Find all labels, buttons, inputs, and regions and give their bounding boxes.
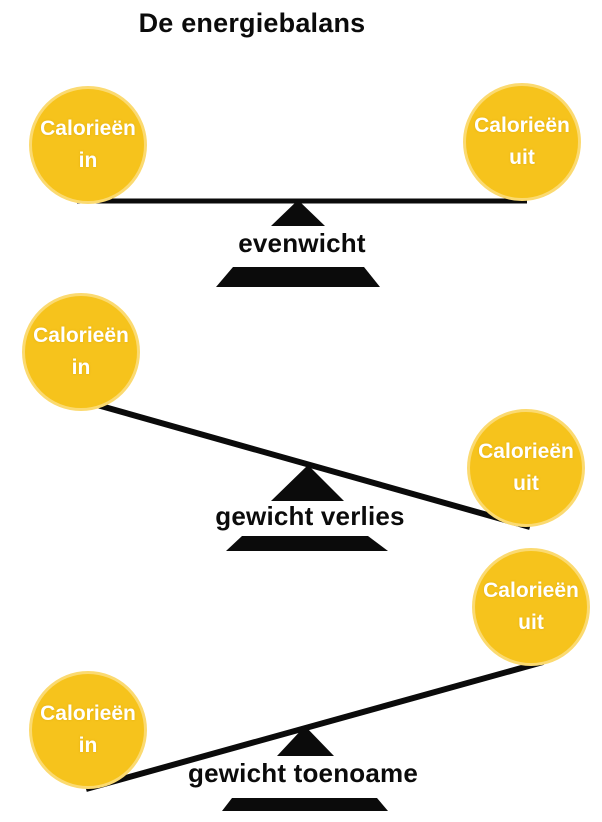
balance-label-gewicht-verlies: gewicht verlies — [215, 501, 405, 531]
calories-out-line2: uit — [513, 472, 539, 495]
calories-in-line2: in — [78, 149, 98, 172]
calories-out-line1: Calorieën — [478, 440, 574, 463]
calories-in-line1: Calorieën — [33, 324, 129, 347]
calories-out-line2: uit — [509, 146, 535, 169]
calories-out-circle-gewicht-verlies: Calorieën uit — [467, 409, 585, 527]
fulcrum-gewicht-verlies — [271, 465, 344, 501]
diagram-title: De energiebalans — [138, 8, 366, 38]
balance-label-gewicht-toenoame: gewicht toenoame — [187, 758, 418, 788]
balance-label-evenwicht: evenwicht — [238, 228, 366, 258]
calories-out-line1: Calorieën — [483, 579, 579, 602]
calories-in-circle-gewicht-verlies: Calorieën in — [22, 293, 140, 411]
calories-out-circle-evenwicht: Calorieën uit — [463, 83, 581, 201]
base-evenwicht — [216, 267, 380, 287]
fulcrum-evenwicht — [271, 200, 325, 226]
calories-in-line1: Calorieën — [40, 702, 136, 725]
beam-gewicht-toenoame — [85, 659, 544, 792]
calories-out-circle-gewicht-toenoame: Calorieën uit — [472, 548, 590, 666]
calories-in-circle-gewicht-toenoame: Calorieën in — [29, 671, 147, 789]
beam-gewicht-verlies — [75, 396, 531, 530]
fulcrum-gewicht-toenoame — [277, 726, 334, 756]
base-gewicht-toenoame — [222, 798, 388, 811]
calories-out-line2: uit — [518, 611, 544, 634]
calories-in-line2: in — [78, 734, 98, 757]
calories-out-line1: Calorieën — [474, 114, 570, 137]
calories-in-line1: Calorieën — [40, 117, 136, 140]
calories-in-circle-evenwicht: Calorieën in — [29, 86, 147, 204]
base-gewicht-verlies — [226, 536, 388, 551]
calories-in-line2: in — [71, 356, 91, 379]
